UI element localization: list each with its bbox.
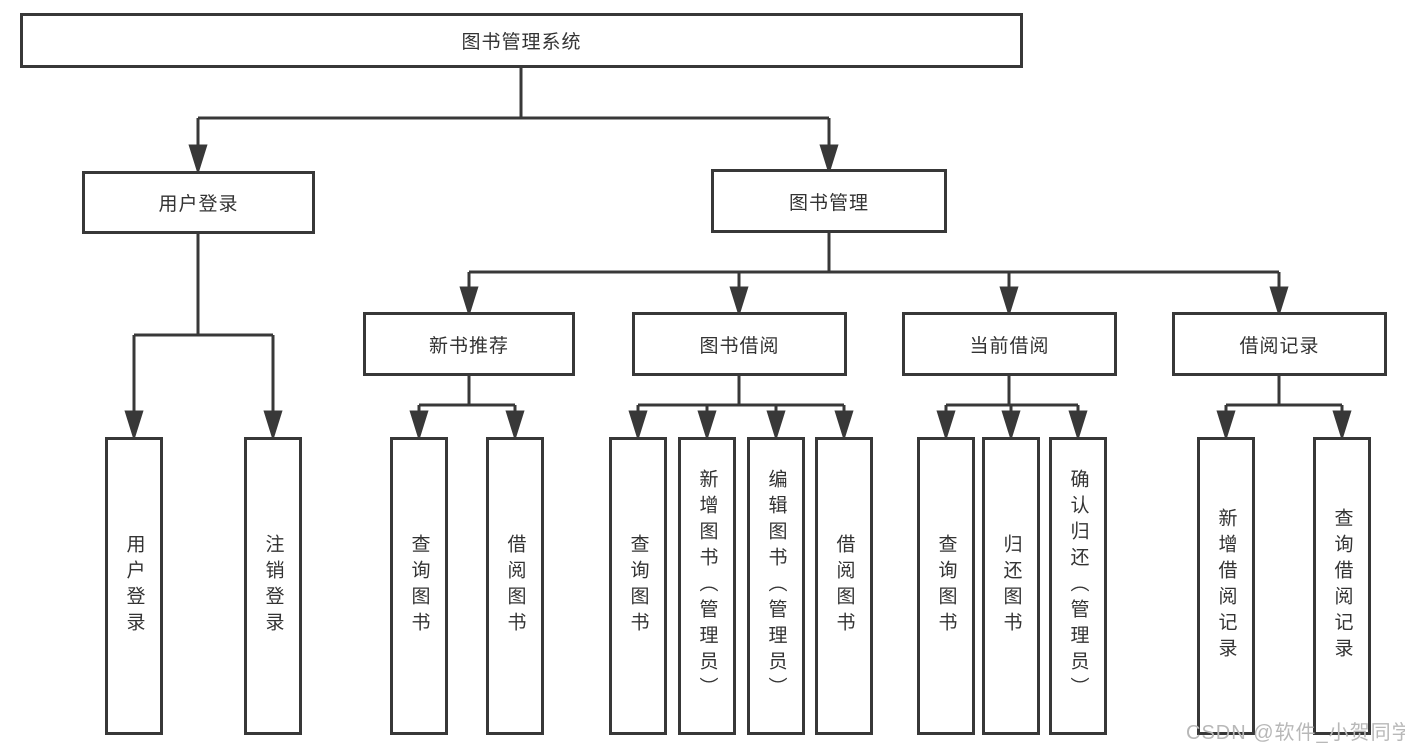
leaf-borrowing-edit-books-admin[interactable]: 编辑图书（管理员）	[747, 437, 805, 735]
leaf-recommend-borrow-books[interactable]: 借阅图书	[486, 437, 544, 735]
connector-user-login-to-leaves	[124, 234, 283, 442]
leaf-borrowing-add-books-admin[interactable]: 新增图书（管理员）	[678, 437, 736, 735]
leaf-records-add-record-label: 新增借阅记录	[1215, 508, 1237, 664]
leaf-borrowing-add-books-admin-label: 新增图书（管理员）	[696, 469, 718, 703]
leaf-current-return-books[interactable]: 归还图书	[982, 437, 1040, 735]
node-current-borrowing[interactable]: 当前借阅	[902, 312, 1117, 376]
leaf-user-login-label: 用户登录	[123, 534, 145, 638]
node-book-management-label: 图书管理	[788, 192, 869, 214]
leaf-records-add-record[interactable]: 新增借阅记录	[1197, 437, 1255, 735]
leaf-recommend-borrow-books-label: 借阅图书	[504, 534, 526, 638]
leaf-user-login[interactable]: 用户登录	[105, 437, 163, 735]
connector-root-to-level1	[188, 68, 839, 176]
connector-borrow-records-to-leaves	[1216, 376, 1352, 442]
csdn-watermark: CSDN @软件_小贺同学	[1186, 722, 1405, 744]
node-new-book-recommend-label: 新书推荐	[428, 335, 509, 357]
connector-book-borrow-to-leaves	[628, 376, 854, 442]
node-book-management[interactable]: 图书管理	[711, 169, 947, 233]
leaf-records-query-record-label: 查询借阅记录	[1331, 508, 1353, 664]
leaf-current-return-books-label: 归还图书	[1000, 534, 1022, 638]
node-user-login[interactable]: 用户登录	[82, 171, 315, 234]
leaf-records-query-record[interactable]: 查询借阅记录	[1313, 437, 1371, 735]
leaf-current-query-books[interactable]: 查询图书	[917, 437, 975, 735]
leaf-current-query-books-label: 查询图书	[935, 534, 957, 638]
leaf-borrowing-query-books-label: 查询图书	[627, 534, 649, 638]
leaf-logout[interactable]: 注销登录	[244, 437, 302, 735]
leaf-borrowing-edit-books-admin-label: 编辑图书（管理员）	[765, 469, 787, 703]
node-root-system[interactable]: 图书管理系统	[20, 13, 1023, 68]
leaf-borrowing-query-books[interactable]: 查询图书	[609, 437, 667, 735]
leaf-recommend-query-books[interactable]: 查询图书	[390, 437, 448, 735]
node-user-login-label: 用户登录	[158, 194, 239, 215]
node-book-borrowing-label: 图书借阅	[699, 335, 780, 357]
connector-book-mgmt-to-level2	[459, 233, 1289, 318]
leaf-borrowing-borrow-books[interactable]: 借阅图书	[815, 437, 873, 735]
node-new-book-recommend[interactable]: 新书推荐	[363, 312, 575, 376]
leaf-recommend-query-books-label: 查询图书	[408, 534, 430, 638]
leaf-borrowing-borrow-books-label: 借阅图书	[833, 534, 855, 638]
connector-current-borrow-to-leaves	[936, 376, 1088, 442]
node-current-borrowing-label: 当前借阅	[969, 335, 1050, 357]
node-borrowing-records[interactable]: 借阅记录	[1172, 312, 1387, 376]
node-borrowing-records-label: 借阅记录	[1239, 335, 1320, 357]
leaf-current-confirm-return-admin-label: 确认归还（管理员）	[1067, 469, 1089, 703]
node-book-borrowing[interactable]: 图书借阅	[632, 312, 847, 376]
node-root-system-label: 图书管理系统	[461, 32, 582, 53]
leaf-current-confirm-return-admin[interactable]: 确认归还（管理员）	[1049, 437, 1107, 735]
connector-new-book-rec-to-leaves	[409, 376, 525, 442]
leaf-logout-label: 注销登录	[262, 534, 284, 638]
